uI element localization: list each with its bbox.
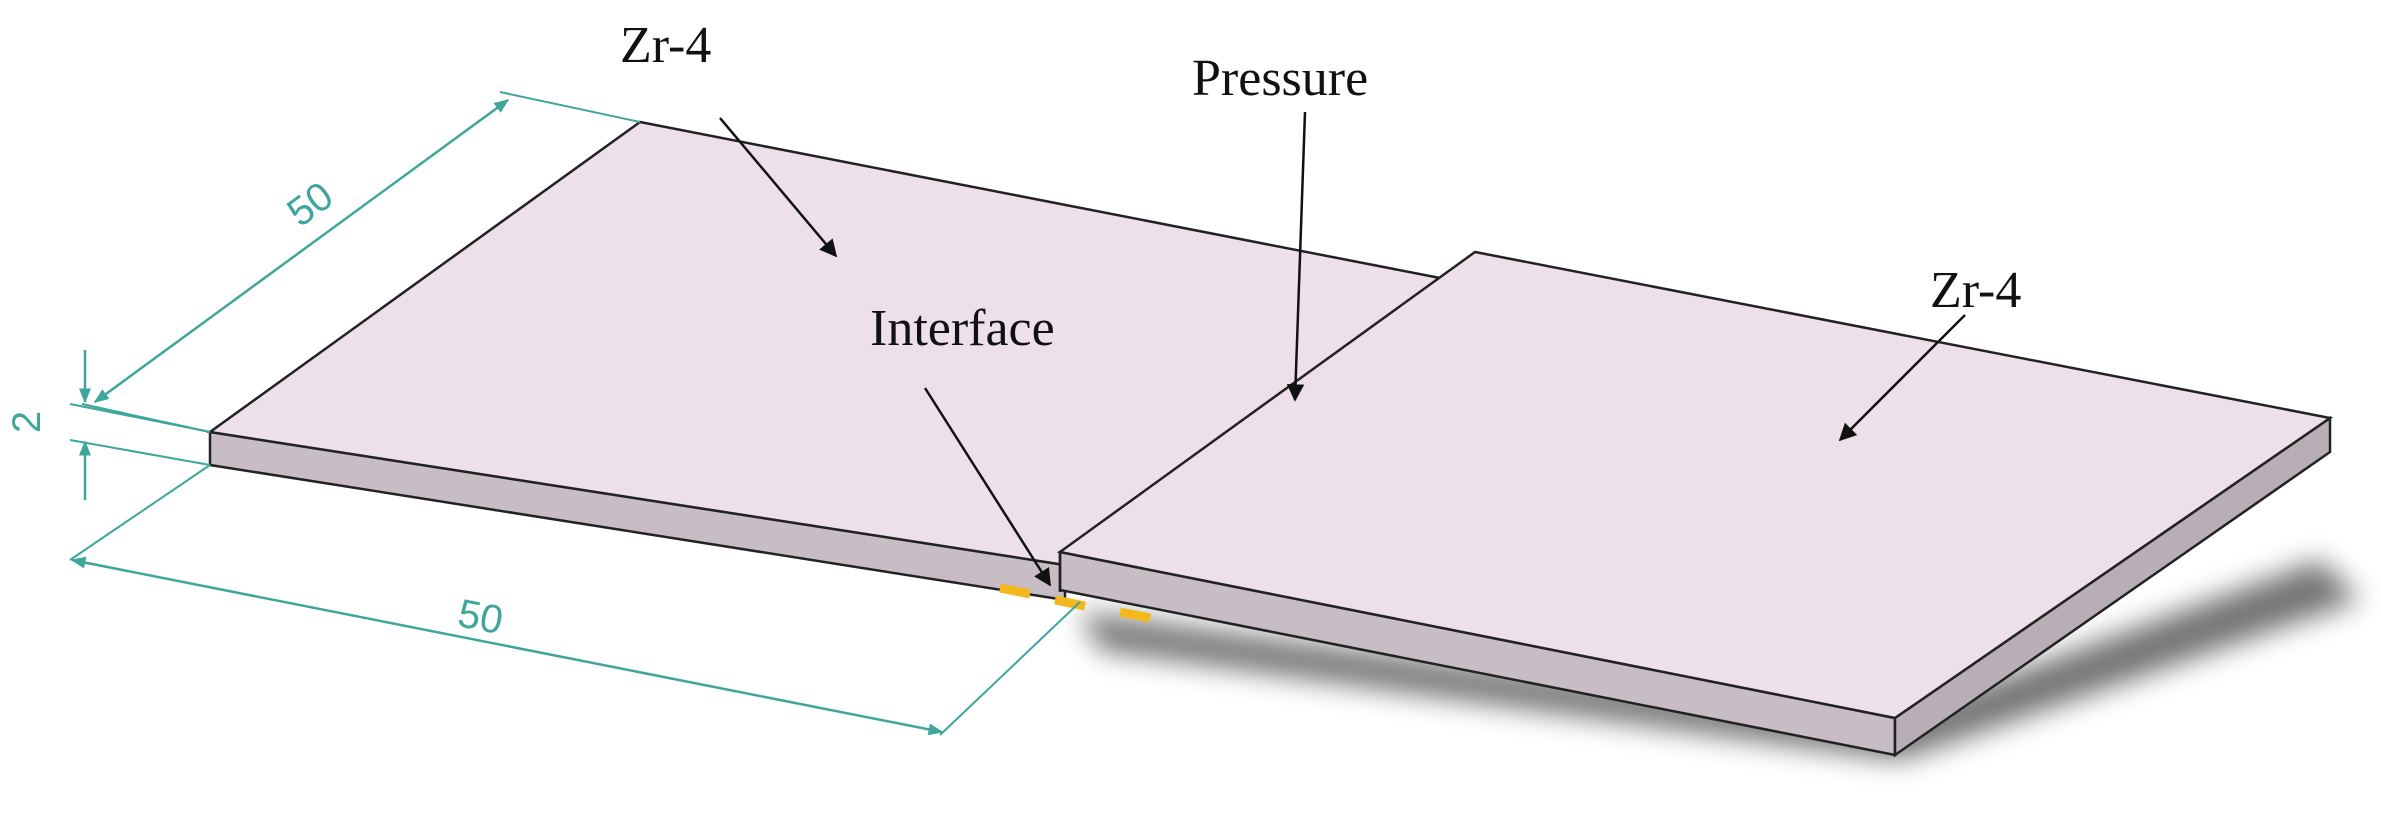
leader-arrows xyxy=(719,111,1966,587)
dimension-width-label: 50 xyxy=(279,174,341,236)
interface-label: Interface xyxy=(870,300,1055,357)
right-plate-top-face xyxy=(1056,250,2334,720)
pressure-arrow xyxy=(1286,111,1307,402)
interface-weld-marks xyxy=(999,583,1151,623)
zr4-right-label: Zr-4 xyxy=(1930,262,2021,319)
zr4-left-arrow xyxy=(719,117,838,258)
right-plate xyxy=(1056,250,2334,758)
zr4-right-arrow xyxy=(1838,314,1966,442)
dimension-thickness-label: 2 xyxy=(5,411,49,433)
plate-shadow xyxy=(1080,560,2360,760)
dimension-length-label: 50 xyxy=(454,591,506,643)
dimension-thickness: 2 xyxy=(5,350,211,500)
interface-arrow xyxy=(923,387,1052,587)
pressure-label: Pressure xyxy=(1192,50,1368,107)
dimension-length: 50 xyxy=(69,464,1081,736)
zr4-left-label: Zr-4 xyxy=(620,17,711,74)
